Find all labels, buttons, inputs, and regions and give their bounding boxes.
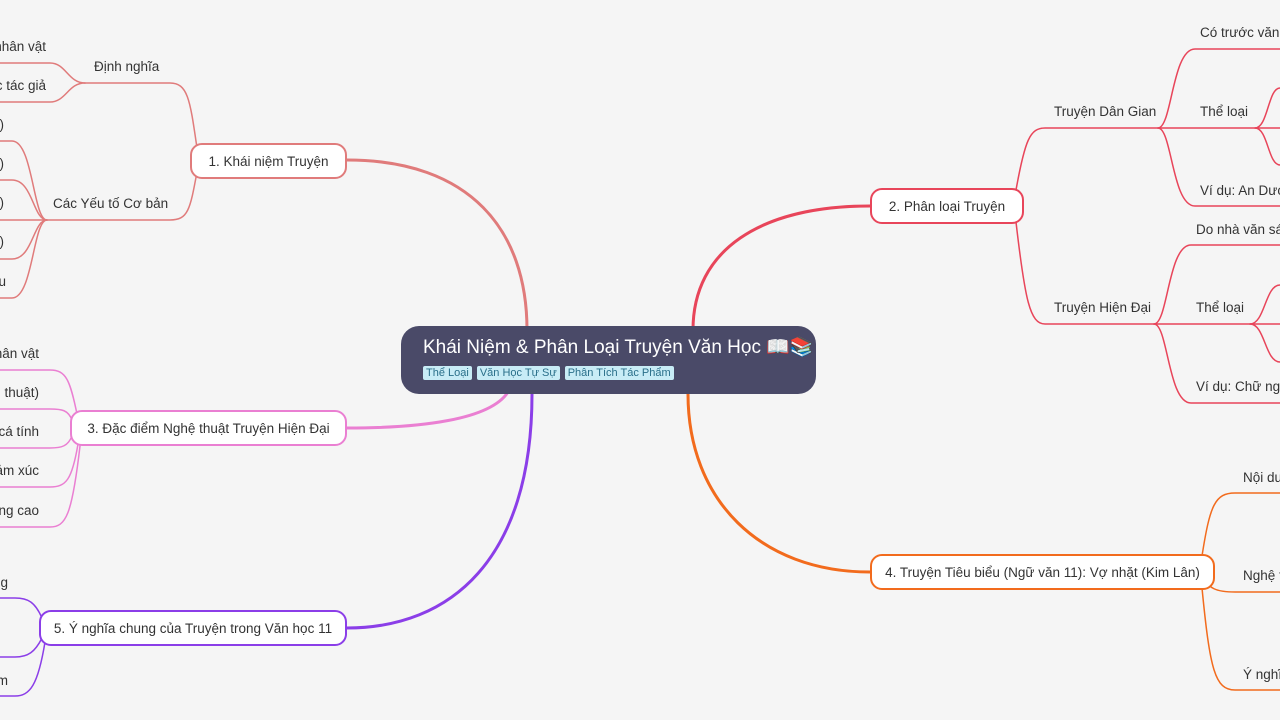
leaf-node[interactable]: n) [0, 194, 4, 212]
leaf-node[interactable]: u [0, 274, 6, 289]
leaf-node[interactable]: thuật) [4, 385, 39, 400]
leaf-node[interactable]: ảm xúc [0, 463, 39, 478]
leaf-node[interactable]: ) [0, 233, 4, 251]
leaf-node[interactable]: c) [0, 155, 4, 173]
leaf-node[interactable]: Thể loại [1200, 104, 1249, 119]
branch4-links [686, 392, 1280, 691]
leaf-node[interactable]: c) [0, 116, 4, 134]
leaf-node[interactable]: Do nhà văn sá [1196, 222, 1280, 237]
leaf-node[interactable]: Nghệ t [1243, 568, 1280, 583]
leaf-node[interactable]: Thể loại [1196, 300, 1245, 315]
branch3-node[interactable]: 3. Đặc điểm Nghệ thuật Truyện Hiện Đại [70, 410, 347, 446]
definition-node[interactable]: Định nghĩa [94, 59, 160, 74]
leaf-node[interactable]: ng cao [0, 503, 39, 518]
branch2-node[interactable]: 2. Phân loại Truyện [870, 188, 1024, 224]
branch5-links [0, 392, 534, 697]
leaf-node[interactable]: nhân vật [0, 39, 46, 54]
branch1-node[interactable]: 1. Khái niệm Truyện [190, 143, 347, 179]
leaf-node[interactable]: Nội du [1243, 470, 1280, 485]
branch4-node[interactable]: 4. Truyện Tiêu biểu (Ngữ văn 11): Vợ nhặ… [870, 554, 1215, 590]
tag[interactable]: Thể Loại [423, 366, 472, 380]
root-title: Khái Niệm & Phân Loại Truyện Văn Học 📖📚 [423, 337, 814, 358]
leaf-node[interactable]: m [0, 673, 8, 688]
modern-node[interactable]: Truyện Hiện Đại [1054, 300, 1152, 315]
folk-node[interactable]: Truyện Dân Gian [1054, 104, 1157, 119]
leaf-node[interactable]: Ví dụ: An Dươ [1200, 183, 1280, 198]
root-tags: Thể Loại Văn Học Tự Sự Phân Tích Tác Phẩ… [423, 366, 816, 380]
elements-node[interactable]: Các Yếu tố Cơ bản [53, 196, 169, 211]
branch1-links [0, 62, 529, 332]
branch2-links [691, 48, 1280, 404]
leaf-node[interactable]: Ví dụ: Chữ ngu [1196, 379, 1280, 394]
root-node[interactable]: Khái Niệm & Phân Loại Truyện Văn Học 📖📚 … [401, 326, 816, 394]
branch5-node[interactable]: 5. Ý nghĩa chung của Truyện trong Văn họ… [39, 610, 347, 646]
leaf-node[interactable]: c tác giả [0, 78, 46, 93]
tag[interactable]: Văn Học Tự Sự [476, 366, 560, 380]
leaf-node[interactable]: g [0, 575, 8, 590]
leaf-node[interactable]: Ý nghĩ [1243, 667, 1280, 682]
leaf-node[interactable]: hân vật [0, 346, 39, 361]
leaf-node[interactable]: Có trước văn h [1200, 25, 1280, 40]
tag[interactable]: Phân Tích Tác Phẩm [564, 366, 674, 380]
leaf-node[interactable]: cá tính [0, 424, 39, 439]
